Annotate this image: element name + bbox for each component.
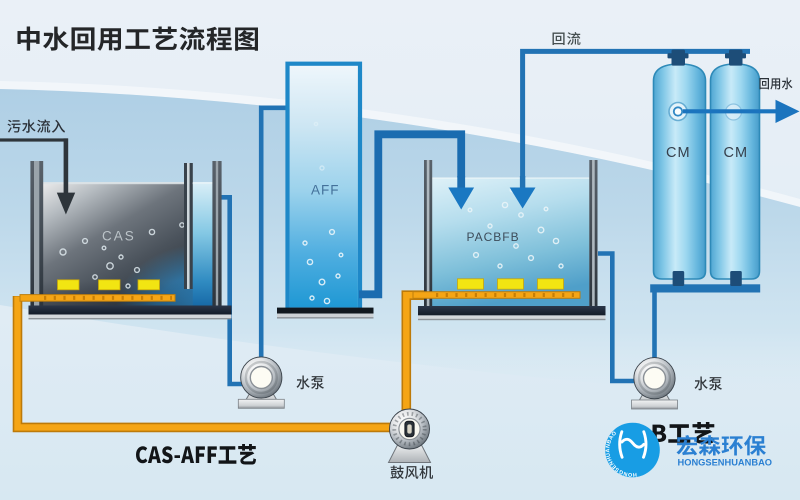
svg-text:CAS: CAS: [102, 229, 136, 244]
svg-text:PACBFB: PACBFB: [467, 230, 520, 244]
svg-text:CM: CM: [666, 145, 691, 161]
svg-text:HONGSENHUANBAO: HONGSENHUANBAO: [678, 458, 773, 468]
svg-text:AFF: AFF: [311, 183, 340, 198]
svg-text:CM: CM: [724, 145, 749, 161]
